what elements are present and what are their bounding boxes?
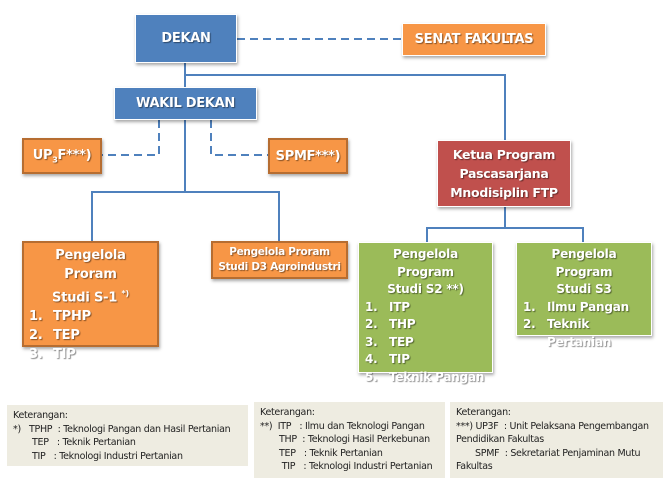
legend-heading: Keterangan: <box>456 407 511 418</box>
list-item: 5.Teknik Pangan <box>365 369 485 384</box>
node-spmf-label: SPMF***) <box>275 148 341 164</box>
node-senat-fakultas: SENAT FAKULTAS <box>402 23 546 56</box>
legend-s1: Keterangan: *) TPHP : Teknologi Pangan d… <box>7 405 248 466</box>
legend-row: Fakultas <box>456 461 493 472</box>
node-s1-title-2: Studi S-1 *) <box>52 289 129 306</box>
list-item: 4.TIP <box>365 352 410 366</box>
node-s3: Pengelola Program Studi S3 1.Ilmu Pangan… <box>516 242 652 349</box>
legend-row: THP : Teknologi Hasil Perkebunan <box>260 434 430 445</box>
node-s1: Pengelola Proram Studi S-1 *) 1.TPHP 2.T… <box>22 241 159 362</box>
legend-row: *) TPHP : Teknologi Pangan dan Hasil Per… <box>13 423 231 435</box>
list-item: 3.TIP <box>29 347 76 363</box>
legend-row: TIP : Teknologi Industri Pertanian <box>13 450 183 462</box>
node-s3-list: 1.Ilmu Pangan 2.Teknik Pertanian <box>523 299 645 352</box>
connector-s2-s3 <box>426 227 584 242</box>
node-ketua-pascasarjana: Ketua Program Pascasarjana Mnodisiplin F… <box>437 140 571 207</box>
node-ketua-line-1: Ketua Program <box>452 147 556 162</box>
legend-row: **) ITP : Ilmu dan Teknologi Pangan <box>260 420 425 432</box>
node-d3-line-1: Pengelola Proram <box>229 246 330 258</box>
legend-heading: Keterangan: <box>260 407 315 418</box>
legend-row: Pendidikan Fakultas <box>456 434 544 445</box>
legend-row: TEP : Teknik Pertanian <box>13 437 136 448</box>
node-senat-label: SENAT FAKULTAS <box>414 32 534 47</box>
node-s1-list: 1.TPHP 2.TEP 3.TIP <box>29 307 152 364</box>
list-item: 2.Teknik Pertanian <box>523 317 612 349</box>
list-item: 1.TPHP <box>29 309 92 325</box>
node-up3f: UP3F***) <box>22 138 102 174</box>
node-wakil-label: WAKIL DEKAN <box>136 96 235 111</box>
legend-up3f-spmf: Keterangan: ***) UP3F : Unit Pelaksana P… <box>450 402 663 478</box>
legend-s2: Keterangan: **) ITP : Ilmu dan Teknologi… <box>254 402 445 478</box>
connector-s1-d3 <box>91 191 280 241</box>
connector-wakil-spmf <box>210 120 268 156</box>
node-s3-title-2: Studi S3 <box>556 282 612 296</box>
node-d3-line-2: Studi D3 Agroindustri <box>218 261 341 273</box>
node-s2-title-1: Pengelola Program <box>393 247 458 279</box>
list-item: 1.Ilmu Pangan <box>523 299 629 314</box>
node-s1-title-1: Pengelola Proram <box>55 248 126 282</box>
node-ketua-line-2: Pascasarjana <box>459 166 549 181</box>
node-ketua-line-3: Mnodisiplin FTP <box>450 185 558 200</box>
legend-row: TIP : Teknologi Industri Pertanian <box>260 461 433 472</box>
node-s2: Pengelola Program Studi S2 **) 1.ITP 2.T… <box>358 242 493 384</box>
list-item: 3.TEP <box>365 334 414 349</box>
list-item: 2.TEP <box>29 328 80 344</box>
node-s3-title-1: Pengelola Program <box>551 247 617 279</box>
node-up3f-label: UP3F***) <box>32 147 92 165</box>
node-d3: Pengelola Proram Studi D3 Agroindustri <box>211 241 348 279</box>
node-spmf: SPMF***) <box>268 138 348 174</box>
list-item: 1.ITP <box>365 299 410 314</box>
legend-row: TEP : Teknik Pertanian <box>260 447 383 459</box>
connector-dekan-ketua <box>185 74 506 140</box>
node-s2-list: 1.ITP 2.THP 3.TEP 4.TIP 5.Teknik Pangan <box>365 299 486 387</box>
legend-row: SPMF : Sekretariat Penjaminan Mutu <box>456 447 641 459</box>
legend-heading: Keterangan: <box>13 410 68 421</box>
list-item: 2.THP <box>365 317 416 331</box>
node-dekan-label: DEKAN <box>161 31 211 46</box>
legend-row: ***) UP3F : Unit Pelaksana Pengembangan <box>456 420 649 432</box>
node-dekan: DEKAN <box>135 14 237 63</box>
connector-wakil-up3f <box>102 120 160 156</box>
node-wakil-dekan: WAKIL DEKAN <box>114 87 257 120</box>
node-s2-title-2: Studi S2 **) <box>387 282 464 296</box>
